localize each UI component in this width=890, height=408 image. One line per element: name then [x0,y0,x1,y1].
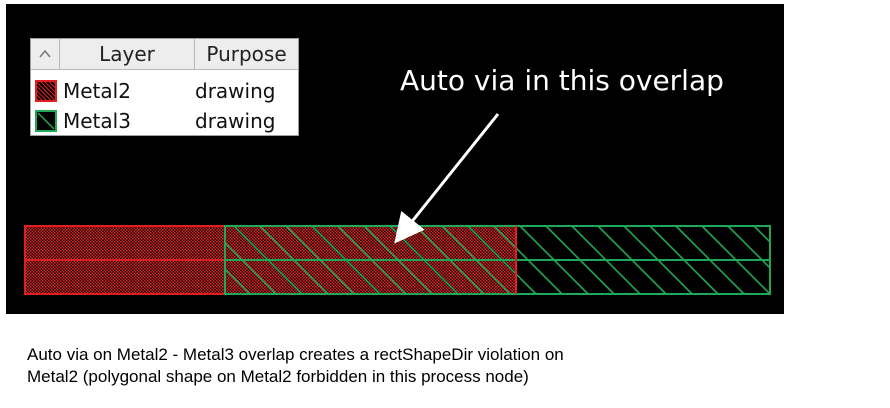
overlap-annotation: Auto via in this overlap [400,64,724,97]
layer-row-metal3[interactable]: Metal3 drawing [31,105,298,136]
layout-drawing [24,113,784,295]
layer-name: Metal2 [63,78,131,103]
layout-canvas[interactable]: Layer Purpose Metal2 drawing Metal3 draw… [6,4,784,314]
layer-purpose: drawing [195,78,276,103]
sort-ascending-icon [39,49,51,58]
layer-palette-table[interactable]: Layer Purpose Metal2 drawing Metal3 draw… [30,38,299,136]
figure-caption: Auto via on Metal2 - Metal3 overlap crea… [27,344,564,388]
caption-line: Metal2 (polygonal shape on Metal2 forbid… [27,367,529,386]
metal3-swatch-icon [35,109,57,132]
purpose-column-header[interactable]: Purpose [206,42,287,66]
metal3-hatch-line [225,267,251,294]
caption-line: Auto via on Metal2 - Metal3 overlap crea… [27,345,564,364]
sort-column-header[interactable] [31,39,60,69]
layer-name: Metal3 [63,108,131,133]
layer-purpose: drawing [195,108,276,133]
metal2-swatch-icon [35,79,57,102]
arrow-icon [394,113,500,244]
layer-row-metal2[interactable]: Metal2 drawing [31,75,298,106]
metal3-hatch-line [753,226,770,244]
layer-table-header: Layer Purpose [31,39,298,70]
layer-column-header[interactable]: Layer [60,39,195,69]
metal3-hatch-line [780,226,784,294]
